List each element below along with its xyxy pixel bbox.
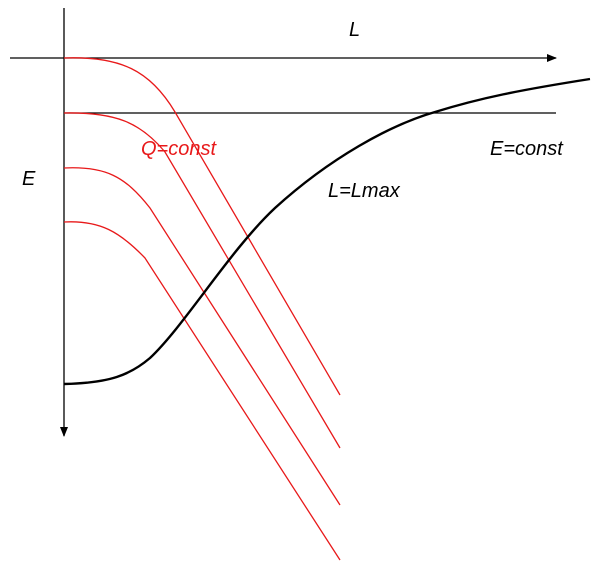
lmax-label: L=Lmax [328, 180, 401, 202]
e-const-label: E=const [490, 138, 564, 160]
q-curve-4 [63, 221, 341, 561]
q-const-label: Q=const [141, 138, 217, 160]
q-curve-3 [63, 167, 341, 506]
q-curve-1 [63, 57, 341, 396]
q-curve-2 [63, 112, 341, 449]
lmax-curve [63, 77, 591, 386]
x-axis-label: L [349, 19, 360, 41]
y-axis-label: E [22, 168, 36, 190]
